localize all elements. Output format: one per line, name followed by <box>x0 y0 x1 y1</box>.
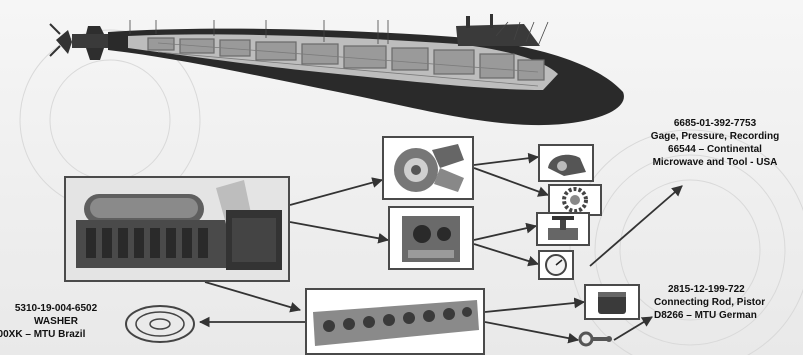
cylinder-head-icon <box>313 300 479 346</box>
arrow-head-to-rod <box>484 321 580 344</box>
cylinder-block-icon <box>402 216 460 262</box>
turbocharger-icon <box>394 144 464 192</box>
gear-ring-icon <box>562 187 588 213</box>
arrow-engine-to-turbo <box>289 177 384 206</box>
washer-ring-icon <box>125 305 195 343</box>
rod-part-name: Connecting Rod, Pistor <box>654 297 766 308</box>
pressure-gauge-icon <box>545 254 567 276</box>
arrow-engine-to-block <box>289 221 390 244</box>
clamp-part-panel <box>538 144 594 182</box>
clamp-icon <box>548 154 586 176</box>
piston-icon <box>598 292 626 314</box>
gage-part-name: Gage, Pressure, Recording <box>650 131 780 142</box>
arrow-gauge-to-label <box>589 185 683 267</box>
arrow-turbo-to-gear <box>473 167 550 197</box>
connecting-rod-icon <box>578 331 612 347</box>
gage-vendor-name: Microwave and Tool - USA <box>652 157 778 168</box>
arrow-block-to-valve <box>473 222 538 241</box>
connecting-rod-label: 2815-12-199-722 Connecting Rod, Pistor D… <box>654 283 803 322</box>
arrow-rod-to-label <box>613 316 653 341</box>
rod-part-number: 2815-12-199-722 <box>668 284 745 295</box>
gage-part-label: 6685-01-392-7753 Gage, Pressure, Recordi… <box>628 117 802 169</box>
valve-part-panel <box>536 212 590 246</box>
arrow-turbo-to-clamp <box>473 152 540 166</box>
propeller-icon <box>49 23 108 60</box>
connecting-rod-panel <box>578 326 614 352</box>
gage-part-number: 6685-01-392-7753 <box>673 118 757 129</box>
turbocharger-panel <box>382 136 474 200</box>
arrow-engine-to-head <box>204 281 302 313</box>
washer-label: 5310-19-004-6502 WASHER 000XK – MTU Braz… <box>0 302 112 341</box>
arrow-block-to-gauge <box>473 243 540 267</box>
cylinder-block-panel <box>388 206 474 270</box>
washer-part-name: WASHER <box>34 316 78 327</box>
gage-vendor-code: 66544 – Continental <box>668 144 762 155</box>
valve-icon <box>548 216 578 240</box>
cylinder-head-panel <box>305 288 485 355</box>
washer-part-number: 5310-19-004-6502 <box>14 303 98 314</box>
diesel-engine-panel <box>64 176 290 282</box>
washer-vendor: 000XK – MTU Brazil <box>0 329 86 340</box>
rod-vendor: D8266 – MTU German <box>654 310 757 321</box>
piston-part-panel <box>584 284 640 320</box>
diesel-engine-icon <box>76 180 282 270</box>
submarine-cutaway-icon <box>49 14 624 126</box>
gauge-part-panel <box>538 250 574 280</box>
arrow-head-to-piston <box>484 297 586 313</box>
